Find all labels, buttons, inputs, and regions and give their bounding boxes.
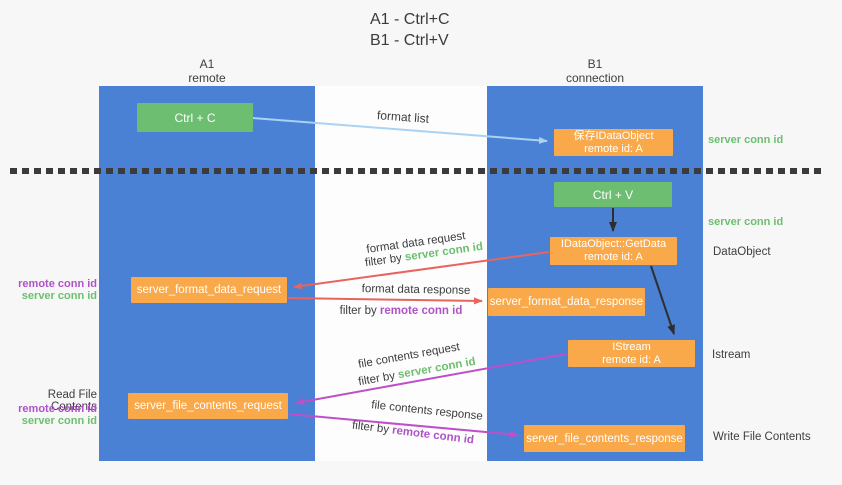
node-ctrl-v: Ctrl + V [554, 182, 672, 207]
node-server-file-contents-response: server_file_contents_response [524, 425, 685, 452]
node-ctrl-c: Ctrl + C [137, 103, 253, 132]
header-a1-id: A1 [199, 57, 215, 71]
header-b1-role: connection [565, 71, 625, 85]
node-ctrl-c-label: Ctrl + C [174, 110, 216, 125]
label-server-conn-id-left-bottom: server conn id [21, 414, 97, 427]
node-getdata-line2: remote id: A [584, 251, 643, 263]
node-istream-line2: remote id: A [602, 353, 661, 366]
node-save-idataobject-line2: remote id: A [584, 142, 643, 155]
label-dataobject: DataObject [713, 246, 771, 258]
label-write-file-contents: Write File Contents [713, 431, 811, 443]
node-file-request-label: server_file_contents_request [134, 400, 282, 412]
node-server-format-data-request: server_format_data_request [131, 277, 287, 303]
node-format-response-label: server_format_data_response [489, 296, 644, 308]
separator-dotted-line [10, 168, 824, 174]
header-b1: B1 connection [487, 57, 703, 85]
diagram-title: A1 - Ctrl+C B1 - Ctrl+V [370, 9, 450, 51]
label-read-file-contents: Read File Contents [47, 389, 97, 413]
node-save-idataobject: 保存IDataObject remote id: A [554, 129, 673, 156]
node-format-request-label: server_format_data_request [136, 284, 282, 296]
label-remote-conn-id-left-top: remote conn id [18, 278, 97, 290]
node-server-file-contents-request: server_file_contents_request [128, 393, 288, 419]
label-server-conn-id-left-top: server conn id [21, 289, 97, 302]
remote-conn-id-text: remote conn id [379, 305, 463, 317]
label-istream: Istream [712, 349, 751, 361]
header-b1-id: B1 [587, 57, 603, 71]
node-idataobject-getdata: IDataObject::GetData remote id: A [550, 237, 677, 265]
node-getdata-line1: IDataObject::GetData [560, 238, 667, 250]
left-conn-id-group-bottom: remote conn id server conn id [8, 403, 97, 427]
label-filter-by-remote-conn-id-1: filter by remote conn id [340, 305, 463, 317]
header-a1-role: remote [188, 71, 226, 85]
label-remote-conn-id-left-bottom: remote conn id [18, 403, 97, 415]
node-save-idataobject-line1: 保存IDataObject [573, 129, 654, 142]
label-server-conn-id-right-mid: server conn id [708, 216, 784, 228]
label-format-data-response: format data response [361, 283, 471, 297]
node-istream: IStream remote id: A [568, 340, 695, 367]
node-server-format-data-response: server_format_data_response [488, 288, 645, 316]
filter-by-text: filter by [339, 305, 380, 317]
header-a1: A1 remote [99, 57, 315, 85]
node-ctrl-v-label: Ctrl + V [592, 187, 634, 202]
title-line-1: A1 - Ctrl+C [370, 11, 450, 28]
label-server-conn-id-right-top: server conn id [708, 134, 784, 146]
node-istream-line1: IStream [612, 340, 651, 353]
node-file-response-label: server_file_contents_response [526, 432, 683, 445]
title-line-2: B1 - Ctrl+V [370, 32, 449, 49]
left-conn-id-group-top: remote conn id server conn id [8, 278, 97, 302]
